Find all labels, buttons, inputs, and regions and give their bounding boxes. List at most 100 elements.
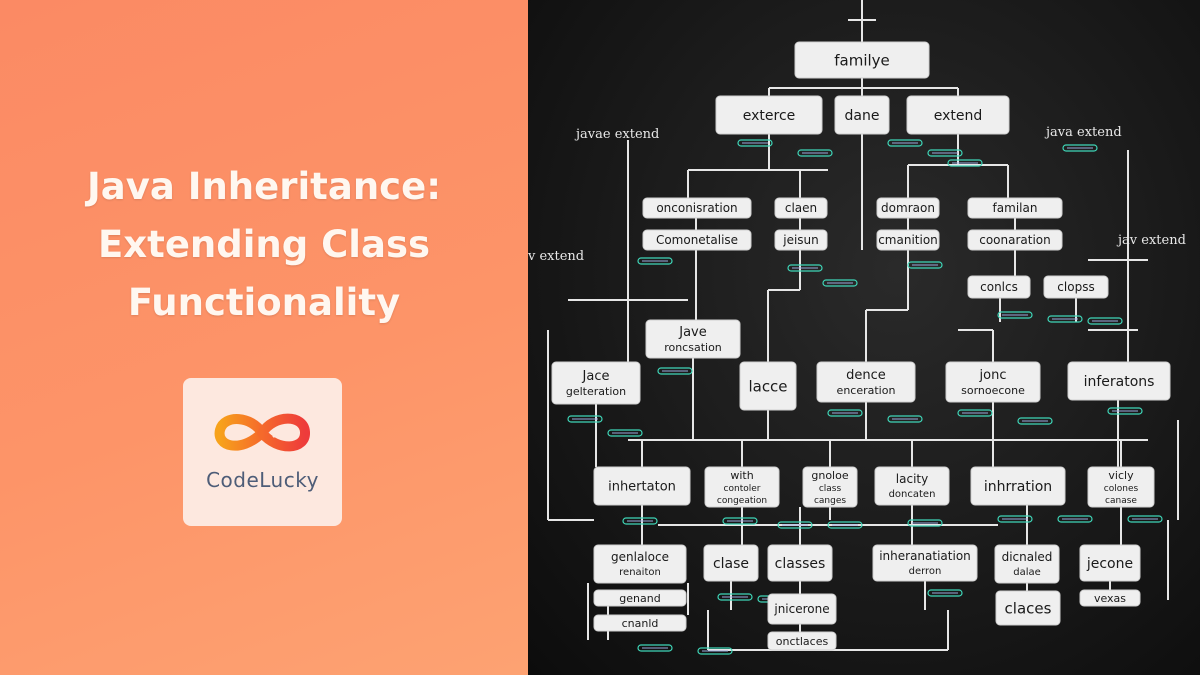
node-box [593, 589, 687, 607]
diagram-node-inhrration: inhrration [970, 466, 1066, 506]
annotation-mark [887, 139, 923, 147]
node-box [967, 197, 1063, 219]
node-label: lacce [748, 377, 787, 395]
node-box [715, 95, 823, 135]
node-box [816, 361, 916, 403]
annotation-mark [997, 311, 1033, 319]
node-label: coonaration [979, 233, 1051, 247]
node-box [1079, 544, 1141, 582]
node-label: cnanld [622, 617, 659, 630]
node-label: gelteration [566, 385, 626, 398]
annotation-mark [787, 264, 823, 272]
brand-card: CodeLucky [183, 378, 342, 526]
node-label: dicnaled [1002, 550, 1053, 564]
annotation-mark [777, 521, 813, 529]
annotation-mark [957, 409, 993, 417]
diagram-node-lacce: lacce [739, 361, 797, 411]
node-label: renaiton [619, 567, 661, 578]
node-box [906, 95, 1010, 135]
annotation-mark [1107, 407, 1143, 415]
node-box [876, 197, 940, 219]
node-box [994, 544, 1060, 584]
node-label: claen [785, 201, 817, 215]
node-label: genand [619, 592, 660, 605]
node-label: with [730, 469, 753, 482]
node-label: dalae [1013, 567, 1041, 578]
annotation-mark [1057, 515, 1093, 523]
node-label: class [819, 484, 842, 494]
annotation-mark [657, 367, 693, 375]
diagram-node-claen: claen [774, 197, 828, 219]
node-box [945, 361, 1041, 403]
annotation-mark [887, 415, 923, 423]
node-label: gnoloe [811, 469, 848, 482]
node-label: extend [934, 108, 983, 124]
node-box [834, 95, 890, 135]
node-label: familye [834, 51, 890, 69]
diagram-node-cmanition: cmanition [876, 229, 940, 251]
node-label: clase [713, 556, 749, 572]
node-label: familan [993, 201, 1038, 215]
node-label: clopss [1057, 280, 1094, 294]
node-label: dane [845, 108, 880, 124]
side-label: v extend [528, 249, 584, 264]
side-label: java extend [1044, 125, 1122, 140]
annotation-mark [997, 515, 1033, 523]
node-box [774, 197, 828, 219]
node-label: onconisration [656, 201, 737, 215]
node-label: jonc [979, 368, 1007, 383]
node-label: inferatons [1084, 374, 1155, 390]
brand-name: CodeLucky [206, 468, 319, 492]
node-label: jnicerone [773, 602, 829, 616]
annotation-mark [637, 644, 673, 652]
annotation-mark [737, 139, 773, 147]
diagram-node-inferatons: inferatons [1067, 361, 1171, 401]
diagram-node-onctlaces: onctlaces [767, 631, 837, 651]
node-box [1067, 361, 1171, 401]
node-box [704, 466, 780, 508]
node-box [1087, 466, 1155, 508]
node-box [642, 229, 752, 251]
annotation-mark [722, 517, 758, 525]
node-label: dence [846, 368, 886, 383]
annotation-mark [827, 521, 863, 529]
connector-lines [547, 0, 1179, 651]
diagram-node-dicnaled: dicnaled dalae [994, 544, 1060, 584]
annotation-mark [927, 589, 963, 597]
annotation-mark [607, 429, 643, 437]
node-label: derron [909, 566, 942, 577]
diagram-node-familye: familye [794, 41, 930, 79]
diagram-node-jecone: jecone [1079, 544, 1141, 582]
node-label: Jave [678, 325, 707, 340]
node-box [876, 229, 940, 251]
node-label: classes [775, 556, 826, 572]
title-line-1: Java Inheritance: [87, 165, 441, 208]
diagram-node-jeisun: jeisun [774, 229, 828, 251]
node-box [802, 466, 858, 508]
node-label: vicly [1108, 469, 1134, 482]
diagram-node-conlcs: conlcs [967, 275, 1031, 299]
node-box [874, 466, 950, 506]
node-label: jecone [1086, 556, 1133, 572]
node-label: canase [1105, 496, 1137, 506]
diagram-node-domraon: domraon [876, 197, 940, 219]
node-label: exterce [743, 108, 796, 124]
node-box [593, 614, 687, 632]
node-box [967, 229, 1063, 251]
node-label: colones [1104, 484, 1139, 494]
annotation-mark [827, 409, 863, 417]
diagram-node-onconisration: onconisration [642, 197, 752, 219]
node-label: roncsation [664, 341, 722, 354]
annotation-mark [1017, 417, 1053, 425]
node-box [794, 41, 930, 79]
node-box [1079, 589, 1141, 607]
node-label: inhertaton [608, 480, 676, 495]
node-box [767, 631, 837, 651]
